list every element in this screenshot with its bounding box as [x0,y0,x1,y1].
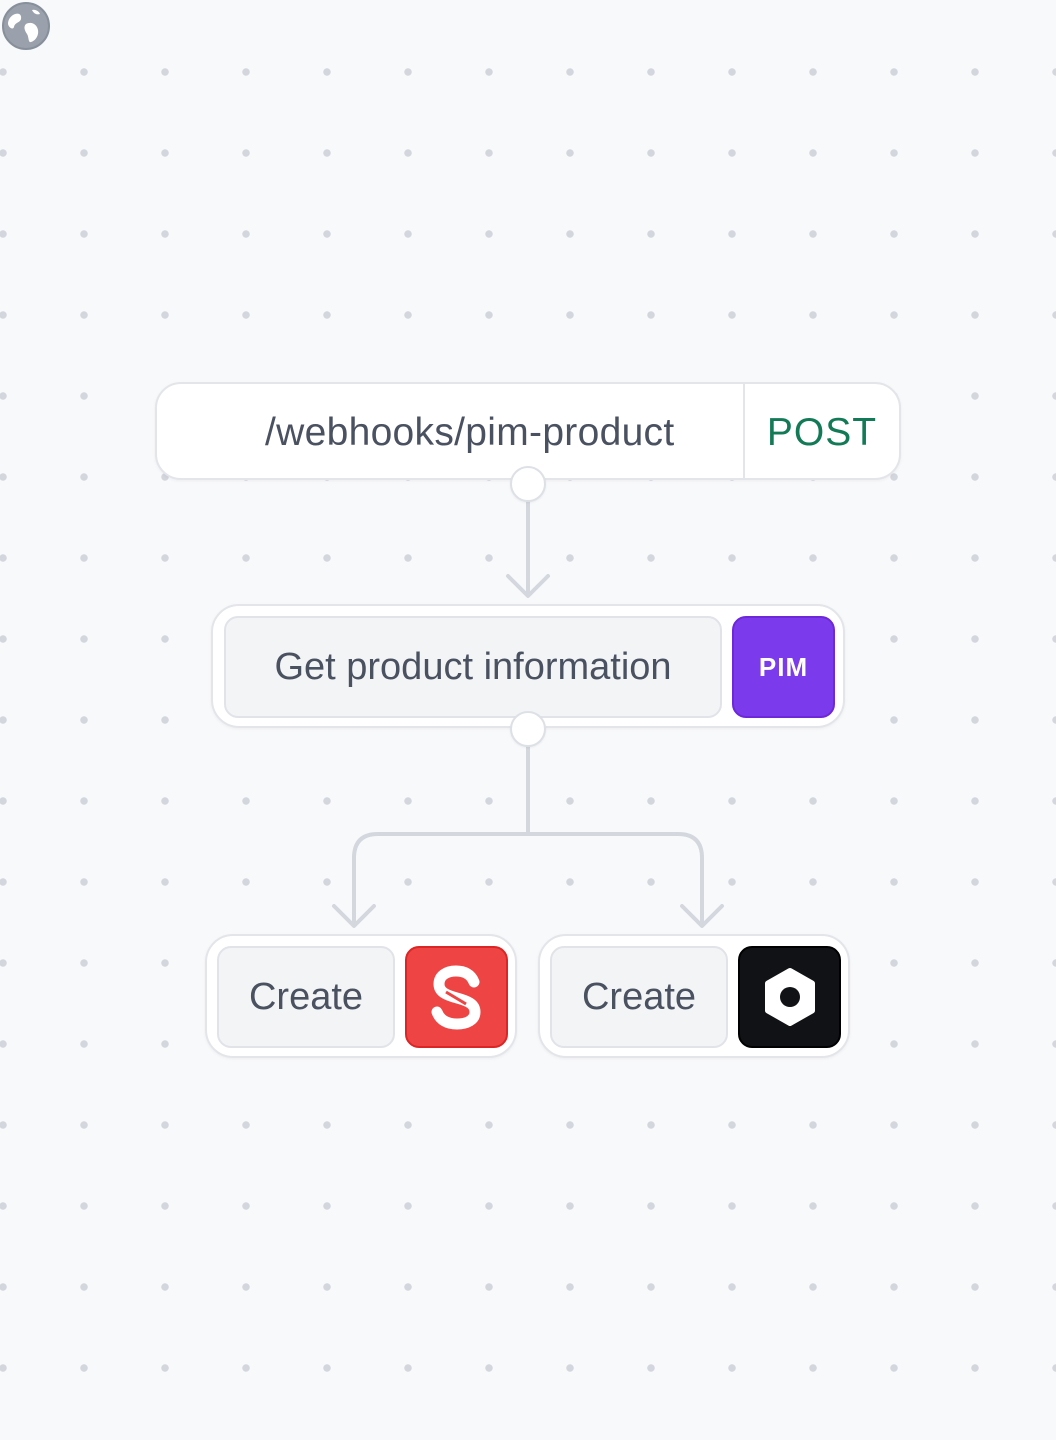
arrowhead-action-left [332,904,376,928]
arrowhead-action-right [680,904,724,928]
pim-badge: PIM [732,616,835,718]
create-action-node-1[interactable]: Create [205,934,517,1058]
hexagon-logo-icon [764,968,815,1026]
create-action-node-2[interactable]: Create [538,934,850,1058]
action-label: Create [550,946,728,1048]
get-product-step-node[interactable]: Get product information PIM [211,604,845,728]
action-label: Create [217,946,395,1048]
trigger-divider [743,384,745,478]
s-logo-badge [405,946,508,1048]
hexagon-logo-badge [738,946,841,1048]
globe-icon [2,2,50,50]
webhook-trigger-node[interactable]: /webhooks/pim-product POST [155,382,901,480]
arrowhead-step [506,574,550,598]
s-logo-icon [431,965,481,1030]
step-label: Get product information [224,616,722,718]
edge-branch-right [526,832,704,926]
trigger-output-port[interactable] [510,466,546,502]
step-output-port[interactable] [510,711,546,747]
http-method-label: POST [766,411,878,454]
webhook-path: /webhooks/pim-product [265,411,675,454]
edge-branch-left [352,832,530,926]
